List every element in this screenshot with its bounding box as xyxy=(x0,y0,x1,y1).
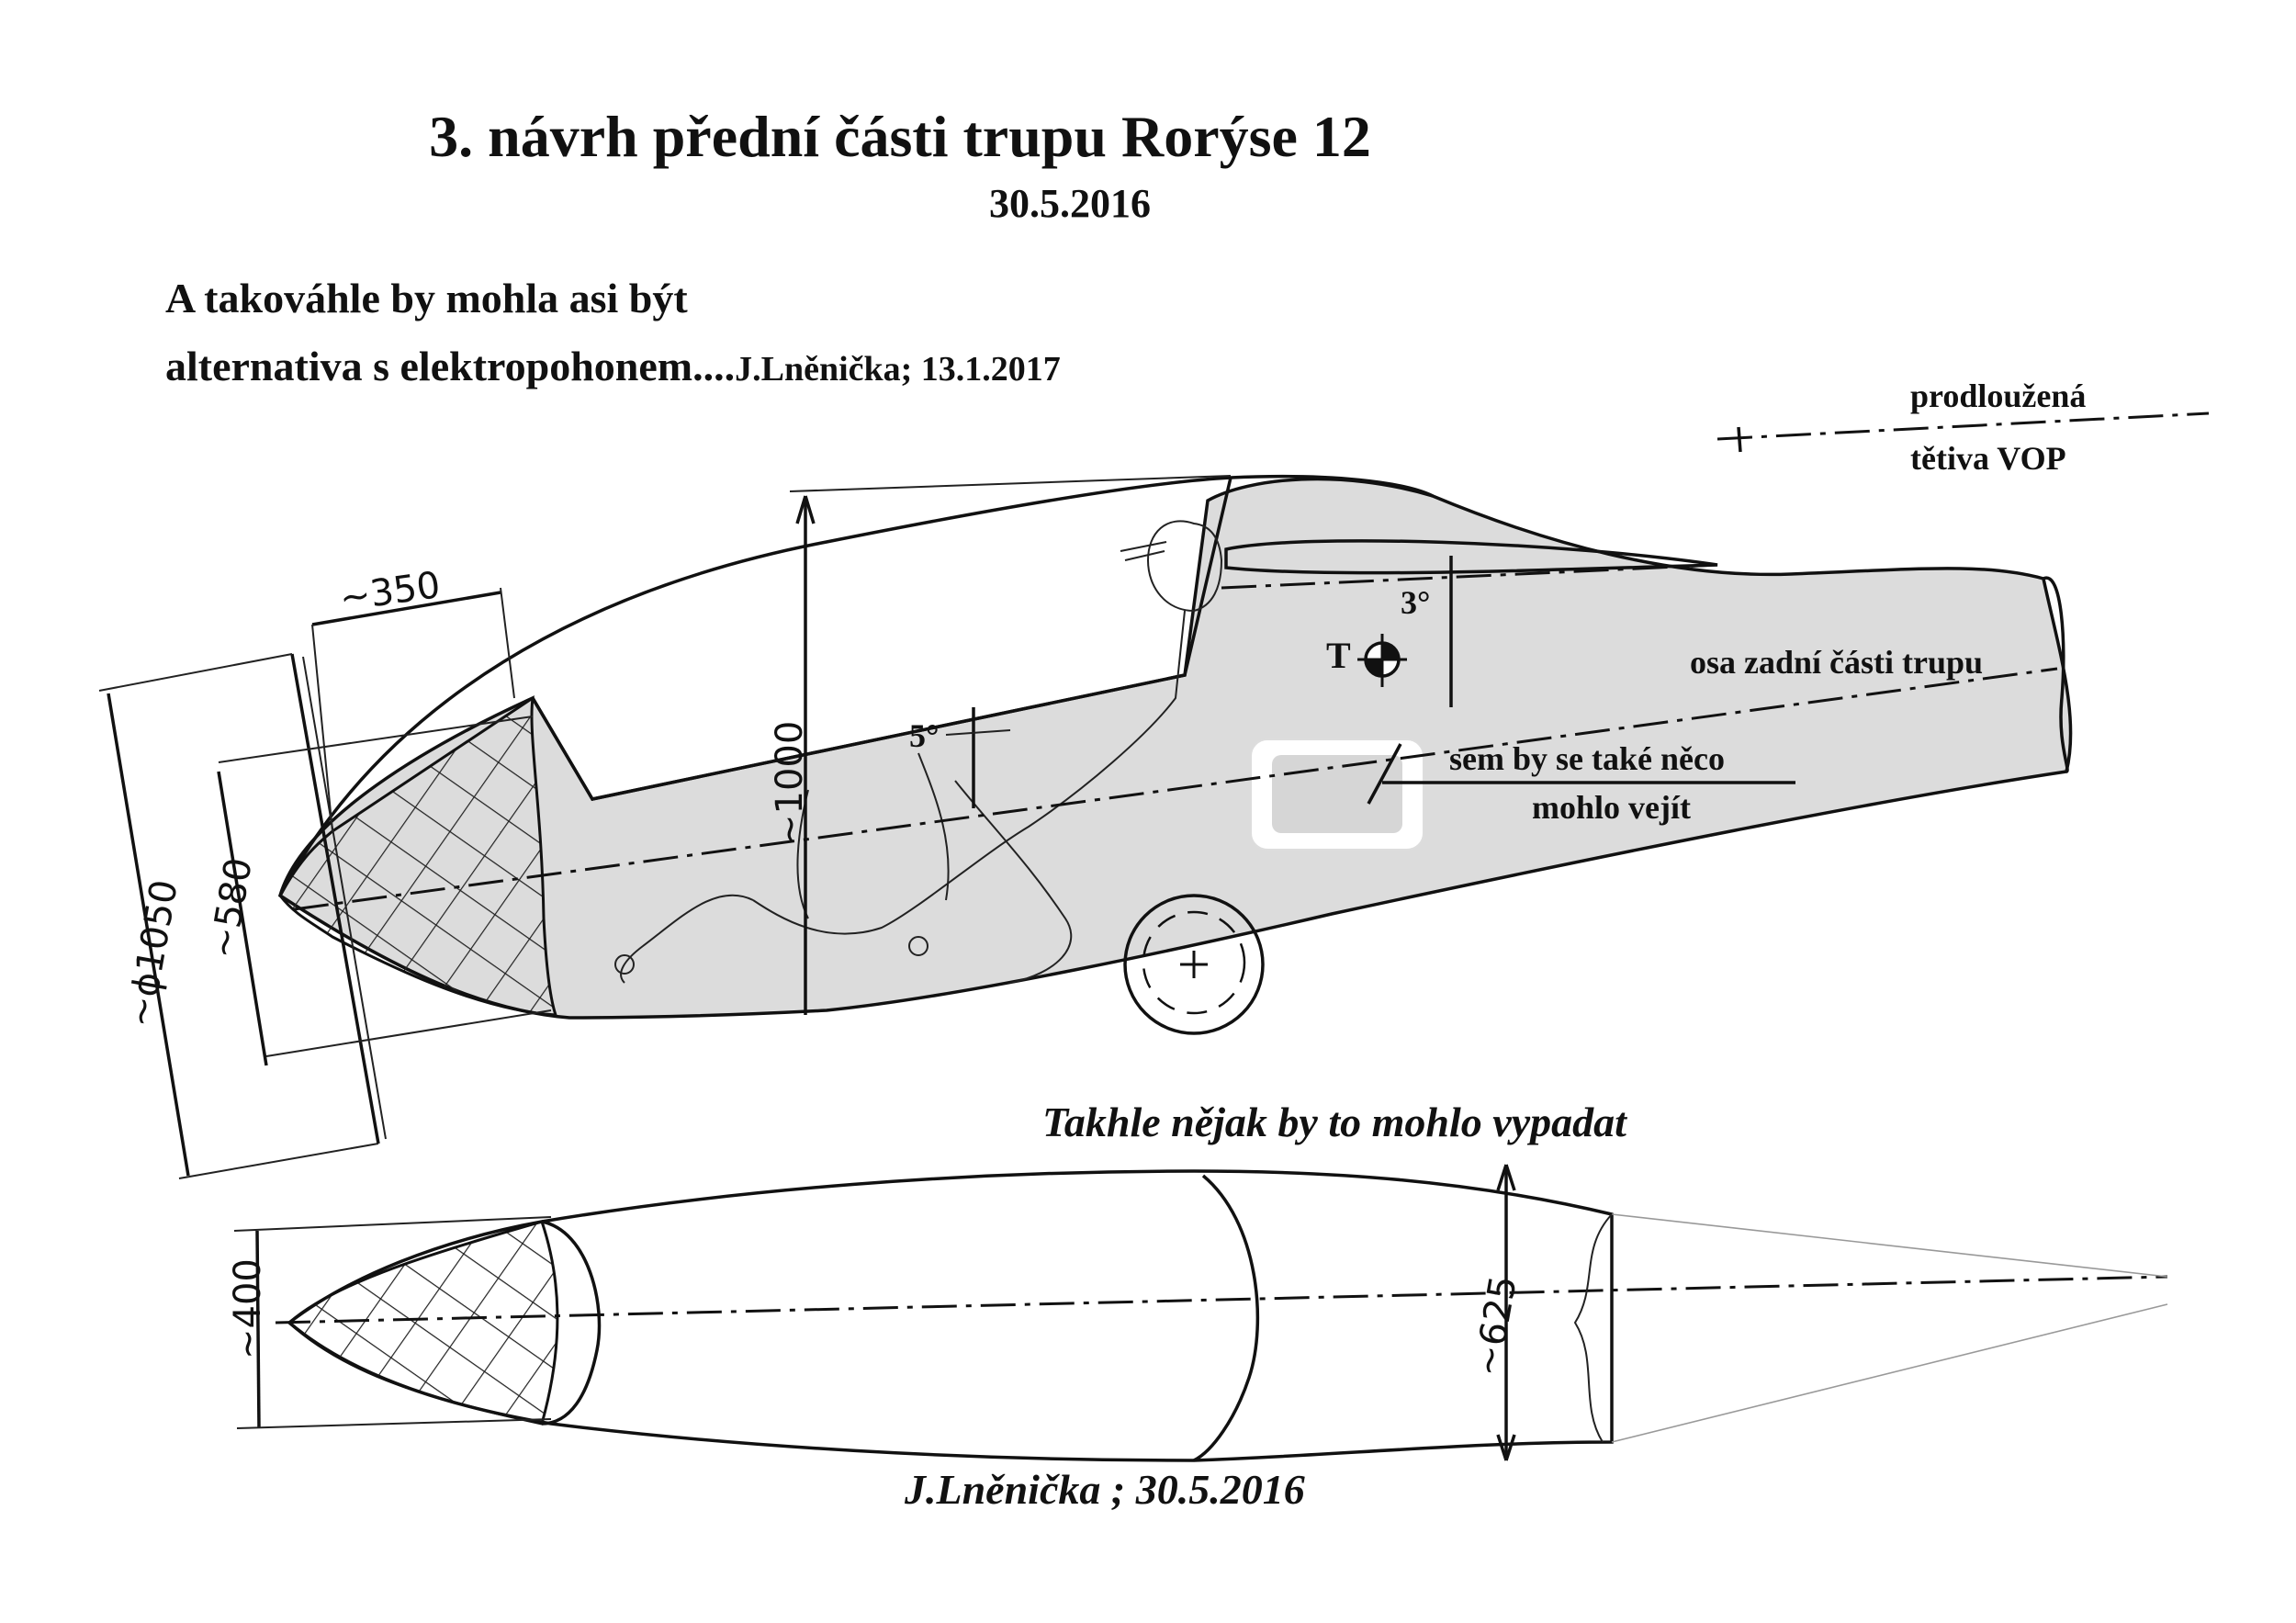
equipment-bay-inner xyxy=(1272,755,1402,833)
dim-580-ext-top xyxy=(218,716,534,763)
nose-hatched-top xyxy=(287,1220,559,1426)
tailplane-profile xyxy=(1224,539,1718,575)
dim-1050-label: ~ϕ1050 xyxy=(119,877,186,1031)
angle-3-label: 3° xyxy=(1401,584,1431,621)
cg-label: T xyxy=(1326,635,1351,676)
propeller-blade-edge xyxy=(302,656,387,1140)
nose-hatched-section xyxy=(278,694,558,1017)
dim-1000-arrow-top xyxy=(795,495,816,524)
dim-1050-ext-bottom xyxy=(178,1143,379,1179)
dim-350-ext-right xyxy=(500,587,515,699)
alternative-note-line2: alternativa s elektropohonem....J.Lněnič… xyxy=(165,342,1061,390)
cg-marker-q3 xyxy=(1366,659,1382,676)
caption: Takhle nějak by to mohlo vypadat xyxy=(1042,1099,1626,1145)
dim-580-ext-bottom xyxy=(265,1009,552,1057)
canopy-top-rear xyxy=(1193,1174,1260,1462)
canopy-top-front xyxy=(541,1220,602,1426)
rear-fuselage-axis xyxy=(293,667,2058,911)
cg-marker-q1 xyxy=(1382,643,1399,659)
page-title: 3. návrh přední části trupu Rorýse 12 xyxy=(429,104,1371,169)
fuselage-side-body xyxy=(277,477,2073,1020)
side-view xyxy=(98,411,2210,1179)
top-view xyxy=(233,1164,2168,1462)
dim-1000-label: ~1000 xyxy=(769,721,811,845)
dim-400-ext-bottom xyxy=(236,1418,552,1429)
rear-axis-label: osa zadní části trupu xyxy=(1690,644,1984,681)
dim-580-line xyxy=(217,771,268,1066)
top-centerline xyxy=(275,1275,2168,1324)
dim-1050-line xyxy=(107,693,190,1177)
canopy-frame xyxy=(531,477,1232,801)
dim-400-line xyxy=(255,1230,261,1429)
extended-chord-label-2: tětiva VOP xyxy=(1910,440,2066,477)
top-break-line xyxy=(1573,1213,1613,1443)
top-taper-upper xyxy=(1611,1213,2168,1278)
dim-1050-ext-top xyxy=(98,653,293,692)
bottom-signature: J.Lněnička ; 30.5.2016 xyxy=(905,1466,1305,1513)
fit-note-line2: mohlo vejít xyxy=(1532,789,1691,826)
dim-625-arrows xyxy=(1496,1164,1516,1461)
top-taper-lower xyxy=(1611,1303,2168,1443)
angle-5-ref xyxy=(945,729,1011,736)
wheel-retracted-outline xyxy=(1142,910,1246,1015)
bay-leader-tick xyxy=(1367,743,1402,805)
extended-chord-legend-line xyxy=(1716,411,2210,441)
dim-350-line xyxy=(311,591,501,626)
dim-350-ext-left xyxy=(311,624,333,832)
alternative-note-text: alternativa s elektropohonem.... xyxy=(165,343,736,389)
main-wheel xyxy=(1123,894,1265,1035)
alternative-note-line1: A takováhle by mohla asi být xyxy=(165,275,688,321)
extended-chord-label-1: prodloužená xyxy=(1910,378,2087,414)
fit-note-line1: sem by se také něco xyxy=(1449,740,1725,777)
dim-400-ext-top xyxy=(233,1216,552,1232)
fuselage-top-outline xyxy=(287,1169,1614,1462)
canopy-outline xyxy=(278,474,1434,896)
design-date: 30.5.2016 xyxy=(989,181,1151,226)
dim-400-label: ~400 xyxy=(227,1258,269,1359)
tail-end xyxy=(2043,576,2069,773)
extended-chord-legend-tick xyxy=(1737,426,1742,453)
propeller-blade xyxy=(290,653,380,1144)
dim-580-label: ~580 xyxy=(202,855,261,962)
dim-350-label: ~350 xyxy=(337,564,443,620)
alternative-signature: J.Lněnička; 13.1.2017 xyxy=(735,350,1061,389)
dim-1000-top-ext xyxy=(789,475,1232,492)
angle-5-label: 5° xyxy=(909,717,940,754)
